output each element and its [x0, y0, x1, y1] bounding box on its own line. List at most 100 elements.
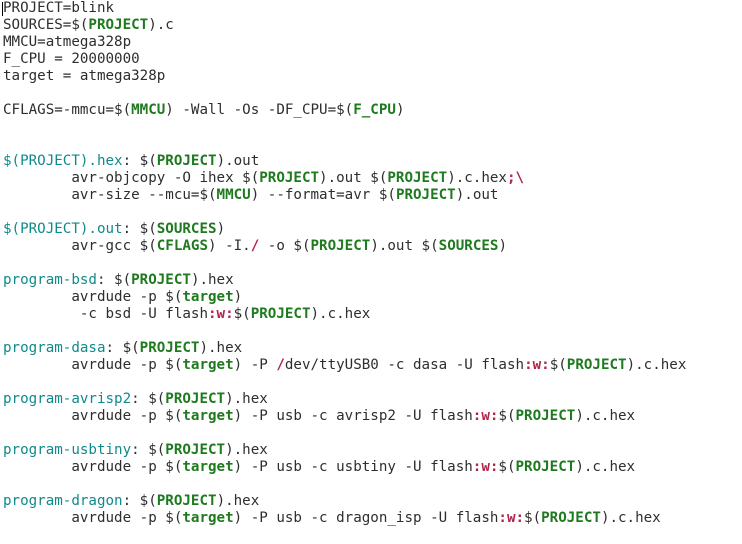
blank-line	[3, 119, 686, 136]
code-text: target = atmega328p	[3, 68, 166, 84]
special-char: /	[250, 238, 260, 254]
code-text: )	[233, 289, 243, 305]
code-text: )	[395, 102, 405, 118]
code-text: ).out	[216, 153, 260, 169]
text-cursor	[2, 2, 3, 16]
code-text: avr-size --mcu=$(	[3, 187, 217, 203]
make-target: $(PROJECT).hex	[3, 153, 123, 169]
make-variable: PROJECT	[139, 340, 200, 356]
code-text: : $(	[131, 391, 166, 407]
make-variable: target	[182, 459, 234, 475]
code-line: avrdude -p $(target)	[3, 289, 686, 306]
code-line: target = atmega328p	[3, 68, 686, 85]
code-line: avr-size --mcu=$(MMCU) --format=avr $(PR…	[3, 187, 686, 204]
blank-line	[3, 204, 686, 221]
code-text: ).hex	[225, 442, 268, 458]
code-line: CFLAGS=-mmcu=$(MMCU) -Wall -Os -DF_CPU=$…	[3, 102, 686, 119]
code-text: avrdude -p $(	[3, 289, 183, 305]
code-text: ).c.hex	[575, 459, 636, 475]
code-text: ).c.hex	[310, 306, 371, 322]
code-text: : $(	[131, 442, 166, 458]
code-line: program-bsd: $(PROJECT).hex	[3, 272, 686, 289]
make-variable: PROJECT	[395, 187, 456, 203]
make-variable: PROJECT	[250, 306, 311, 322]
code-text: ).out $(	[370, 238, 439, 254]
make-variable: PROJECT	[259, 170, 320, 186]
code-text: ).c.hex	[626, 357, 687, 373]
code-line: F_CPU = 20000000	[3, 51, 686, 68]
make-target: program-bsd	[3, 272, 97, 288]
code-text: ) -Wall -Os -DF_CPU=$(	[165, 102, 354, 118]
code-text: avrdude -p $(	[3, 459, 183, 475]
code-text: ) -P	[233, 357, 277, 373]
code-text: ).hex	[190, 272, 234, 288]
code-line: avrdude -p $(target) -P usb -c usbtiny -…	[3, 459, 686, 476]
make-target: program-dasa	[3, 340, 106, 356]
code-line: avrdude -p $(target) -P /dev/ttyUSB0 -c …	[3, 357, 686, 374]
make-variable: PROJECT	[88, 17, 149, 33]
special-char: :w:	[208, 306, 234, 322]
make-variable: PROJECT	[541, 510, 601, 526]
code-line: program-dasa: $(PROJECT).hex	[3, 340, 686, 357]
code-line: program-usbtiny: $(PROJECT).hex	[3, 442, 686, 459]
code-line: avr-gcc $(CFLAGS) -I./ -o $(PROJECT).out…	[3, 238, 686, 255]
code-text: ).hex	[225, 391, 268, 407]
blank-line	[3, 476, 686, 493]
code-text: : $(	[96, 272, 132, 288]
make-target: program-avrisp2	[3, 391, 132, 407]
code-text: )	[216, 221, 226, 237]
code-line: PROJECT=blink	[3, 0, 686, 17]
code-text: avrdude -p $(	[3, 510, 183, 526]
make-variable: PROJECT	[515, 459, 576, 475]
code-line: program-avrisp2: $(PROJECT).hex	[3, 391, 686, 408]
code-text: ).out $(	[319, 170, 388, 186]
code-text: -o $(	[259, 238, 311, 254]
code-text: dev/ttyUSB0 -c dasa -U flash	[284, 357, 525, 373]
make-variable: PROJECT	[310, 238, 371, 254]
code-text: ) -I.	[208, 238, 251, 254]
code-text: $(	[498, 459, 516, 475]
blank-line	[3, 255, 686, 272]
code-line: avrdude -p $(target) -P usb -c avrisp2 -…	[3, 408, 686, 425]
code-text: F_CPU = 20000000	[3, 51, 140, 67]
special-char: :w:	[524, 357, 550, 373]
code-text: ).c.hex	[600, 510, 661, 526]
code-text: ) -P usb -c dragon_isp -U flash	[233, 510, 499, 526]
make-variable: target	[182, 510, 234, 526]
code-text: $(	[549, 357, 567, 373]
code-text: ).c	[148, 17, 174, 33]
make-variable: PROJECT	[156, 493, 217, 509]
code-text: ).out	[455, 187, 499, 203]
make-variable: target	[182, 408, 234, 424]
code-line: $(PROJECT).out: $(SOURCES)	[3, 221, 686, 238]
code-line: avrdude -p $(target) -P usb -c dragon_is…	[3, 510, 686, 527]
make-variable: PROJECT	[165, 391, 226, 407]
code-text: avr-objcopy -O ihex $(	[3, 170, 260, 186]
make-variable: PROJECT	[156, 153, 217, 169]
code-text: $(	[524, 510, 542, 526]
make-variable: PROJECT	[566, 357, 627, 373]
code-text: : $(	[105, 340, 140, 356]
code-text: : $(	[122, 221, 157, 237]
code-text: ).hex	[216, 493, 260, 509]
make-variable: MMCU	[131, 102, 166, 118]
blank-line	[3, 323, 686, 340]
make-variable: PROJECT	[387, 170, 448, 186]
make-variable: F_CPU	[353, 102, 396, 118]
code-text: ).c.hex	[447, 170, 507, 186]
blank-line	[3, 425, 686, 442]
code-text: avrdude -p $(	[3, 408, 183, 424]
code-line: program-dragon: $(PROJECT).hex	[3, 493, 686, 510]
make-variable: SOURCES	[156, 221, 217, 237]
code-text: CFLAGS=-mmcu=$(	[3, 102, 132, 118]
code-text: PROJECT=blink	[3, 0, 115, 16]
make-variable: CFLAGS	[156, 238, 208, 254]
make-target: program-usbtiny	[3, 442, 132, 458]
code-text: ) -P usb -c avrisp2 -U flash	[233, 408, 473, 424]
code-line: SOURCES=$(PROJECT).c	[3, 17, 686, 34]
make-variable: PROJECT	[131, 272, 191, 288]
make-variable: MMCU	[216, 187, 251, 203]
blank-line	[3, 136, 686, 153]
